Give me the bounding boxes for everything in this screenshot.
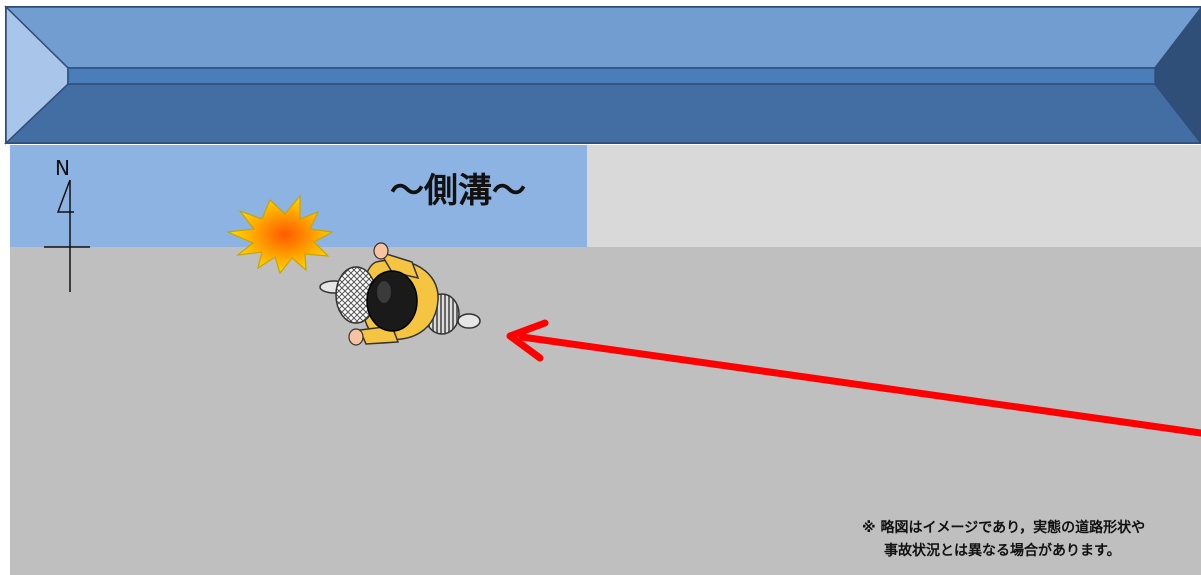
bridge-structure <box>4 5 1201 145</box>
north-arrow-icon: N <box>44 156 90 292</box>
disclaimer-line-2: 事故状況とは異なる場合があります。 <box>884 542 1121 559</box>
motorcycle-rider-icon <box>319 242 481 346</box>
road-surface <box>10 247 1201 575</box>
travel-direction-arrow-icon <box>506 319 1201 437</box>
disclaimer-line-1: ※ 略図はイメージであり，実態の道路形状や <box>862 519 1145 536</box>
sidewalk-area <box>587 145 1201 247</box>
north-letter: N <box>55 156 70 180</box>
gutter-label: ～側溝～ <box>390 171 526 211</box>
impact-icon <box>225 194 334 275</box>
